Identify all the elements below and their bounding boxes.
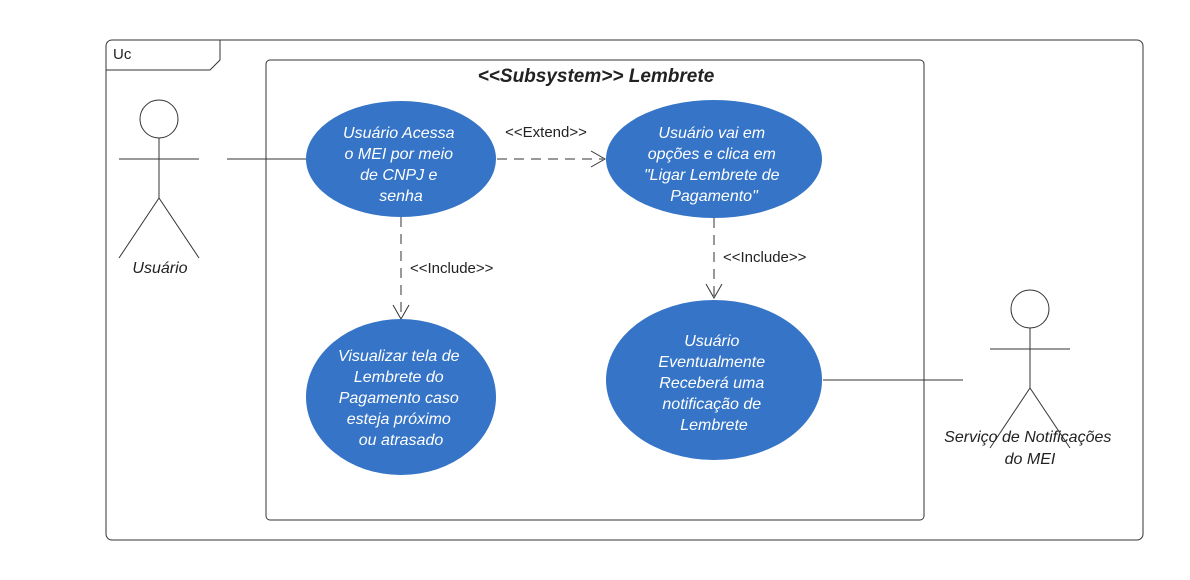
diagram-frame [105, 39, 1144, 541]
use-case-ligar-lembrete[interactable] [606, 100, 822, 218]
include-right-arrow-head [705, 283, 723, 300]
use-case-acessa-mei-label: Usuário Acessa o MEI por meio de CNPJ e … [343, 125, 459, 205]
use-case-recebera-notificacao[interactable] [606, 300, 822, 460]
actor-servico-notificacoes[interactable] [989, 289, 1071, 449]
use-case-ligar-lembrete-label: Usuário vai em opções e clica em "Ligar … [644, 125, 784, 205]
frame-label: Uc [113, 46, 132, 63]
extend-label: <<Extend>> [505, 124, 587, 141]
frame-label-tab [106, 40, 221, 71]
actor-servico-label: Serviço de Notificações do MEI [944, 429, 1116, 468]
actor-servico-head [1010, 289, 1050, 329]
use-case-visualizar-tela-label: Visualizar tela de Lembrete do Pagamento… [338, 348, 464, 449]
subsystem-box [265, 59, 925, 521]
subsystem-title: <<Subsystem>> Lembrete [478, 66, 715, 87]
include-left-label: <<Include>> [410, 260, 494, 277]
include-right-label: <<Include>> [723, 249, 807, 266]
use-case-visualizar-tela[interactable] [306, 319, 496, 475]
actor-usuario-label: Usuário [132, 260, 187, 277]
actor-usuario-head [139, 99, 179, 139]
actor-usuario[interactable] [118, 99, 200, 259]
use-case-acessa-mei[interactable] [306, 101, 496, 217]
use-case-recebera-notificacao-label: Usuário Eventualmente Receberá uma notif… [658, 333, 769, 434]
extend-arrow-head [590, 150, 607, 168]
